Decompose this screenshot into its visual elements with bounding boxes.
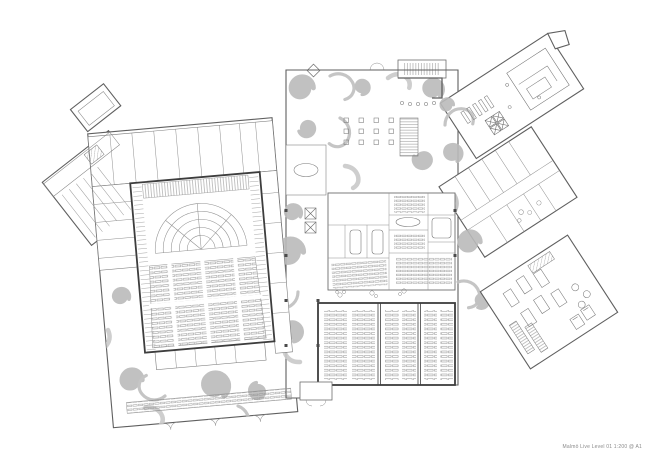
south-vestibule — [299, 381, 333, 401]
seminar-seating — [331, 259, 388, 289]
structural-columns — [284, 209, 457, 347]
service-elevators — [484, 110, 510, 136]
corridor-plants — [335, 288, 407, 298]
foyer-stair — [399, 117, 419, 157]
loading-wing-interior — [43, 91, 132, 238]
foyer-meeting-room — [285, 144, 327, 196]
congress-interior — [284, 59, 457, 407]
concert-block-interior — [87, 120, 293, 430]
meeting-rooms — [304, 192, 456, 291]
kitchen-wing — [439, 30, 585, 160]
seminar-seating — [396, 257, 452, 285]
kitchen-wing-interior — [460, 47, 570, 136]
atrium-plants — [517, 200, 542, 223]
hall-seating — [424, 310, 437, 380]
banquette-seating — [508, 320, 535, 355]
board-table — [395, 217, 421, 227]
oval-table — [293, 163, 319, 177]
hall-seating — [385, 310, 399, 380]
foyer-furniture — [285, 77, 443, 229]
buffet-counter — [527, 251, 555, 274]
cloakroom-counters — [126, 387, 292, 414]
conference-table — [371, 229, 384, 255]
side-balcony-left — [132, 184, 156, 351]
hall-seating — [402, 310, 416, 380]
congress-hall — [317, 302, 456, 386]
hall-seating — [440, 310, 453, 380]
banquette-seating — [524, 322, 549, 353]
cafe-tables — [343, 117, 394, 145]
choir-gallery — [142, 174, 250, 199]
entrance-doors-concert — [163, 414, 267, 430]
entrance-mat — [404, 63, 440, 75]
bar-counter — [398, 77, 443, 99]
seminar-seating — [394, 233, 425, 250]
stalls-seating — [148, 256, 267, 349]
office-wing — [438, 126, 578, 258]
seminar-seating — [394, 196, 425, 213]
south-doors — [305, 399, 327, 407]
restaurant-wing — [479, 234, 619, 370]
bar-stools — [400, 101, 436, 106]
hall-seating — [352, 310, 375, 380]
office-wing-interior — [454, 141, 560, 243]
elevator-core — [304, 207, 317, 234]
conference-table — [349, 229, 362, 255]
hall-seating — [324, 310, 347, 380]
drawing-caption: Malmö Live Level 01 1:200 @ A1 — [562, 444, 642, 450]
side-balcony-right — [248, 174, 273, 341]
meeting-table — [431, 217, 452, 239]
stage-platform — [154, 203, 248, 254]
